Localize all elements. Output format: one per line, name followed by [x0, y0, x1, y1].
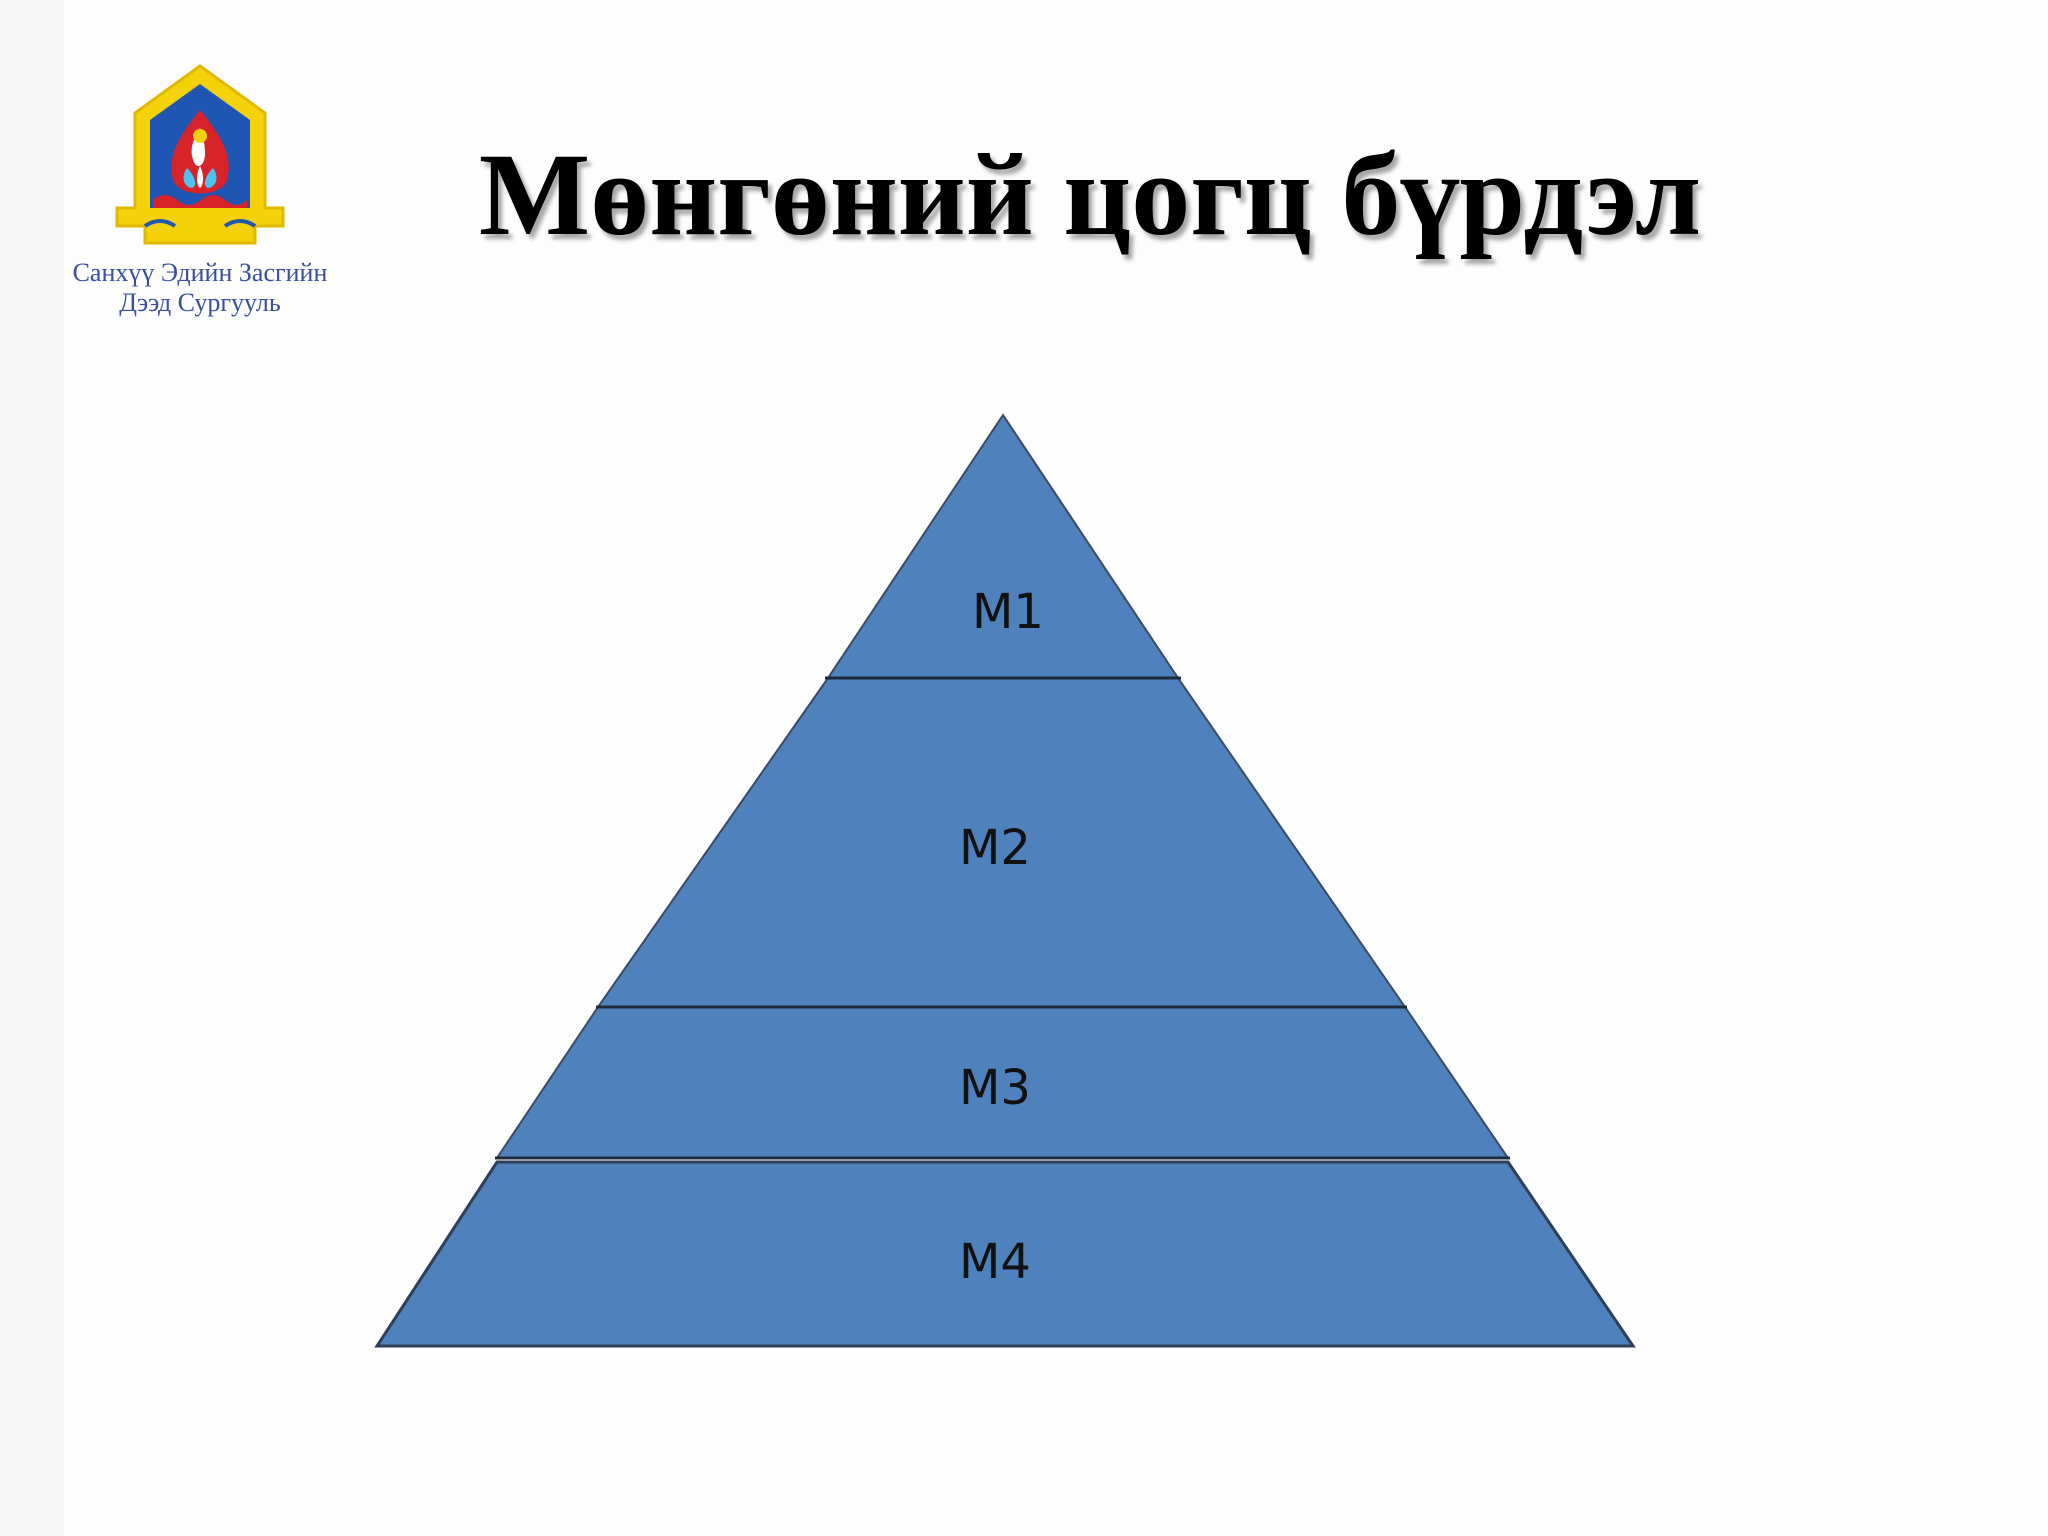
pyramid-label-m3: M3	[959, 1060, 1031, 1116]
pyramid-label-m1: M1	[972, 584, 1044, 640]
logo-text-line1: Санхүү Эдийн Засгийн	[72, 258, 328, 287]
slide-edge	[0, 0, 64, 1536]
pyramid-level-m4	[374, 1160, 1636, 1348]
logo-emblem-icon	[115, 64, 285, 245]
university-logo: Санхүү Эдийн Засгийн Дээд Сургууль	[30, 58, 370, 328]
pyramid-label-m2: M2	[959, 820, 1031, 876]
pyramid-label-m4: M4	[959, 1234, 1031, 1290]
slide-title: Мөнгөний цогц бүрдэл	[478, 129, 1702, 260]
logo-text-line2: Дээд Сургууль	[119, 288, 281, 317]
